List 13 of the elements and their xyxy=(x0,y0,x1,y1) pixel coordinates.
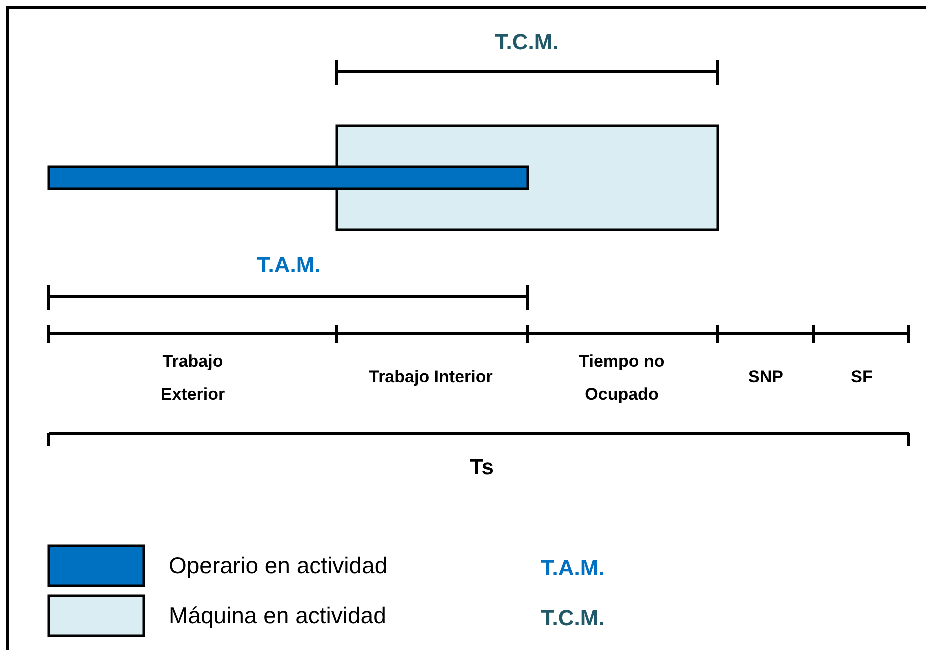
operator-activity-bar xyxy=(48,166,530,190)
total-label: Ts xyxy=(468,454,496,482)
legend-abbreviation: T.C.M. xyxy=(540,604,606,632)
segment-label: SF xyxy=(850,366,874,388)
segment-label: SNP xyxy=(748,366,784,388)
segment-label: Trabajo Interior xyxy=(368,366,494,388)
segment-label: Tiempo no Ocupado xyxy=(578,351,666,406)
legend-abbreviation: T.A.M. xyxy=(540,554,606,582)
legend-label: Máquina en actividad xyxy=(169,602,386,630)
segment-label: Trabajo Exterior xyxy=(160,351,226,406)
legend-label: Operario en actividad xyxy=(169,552,388,580)
dimension-label: T.A.M. xyxy=(256,252,322,280)
dimension-label: T.C.M. xyxy=(494,28,560,56)
